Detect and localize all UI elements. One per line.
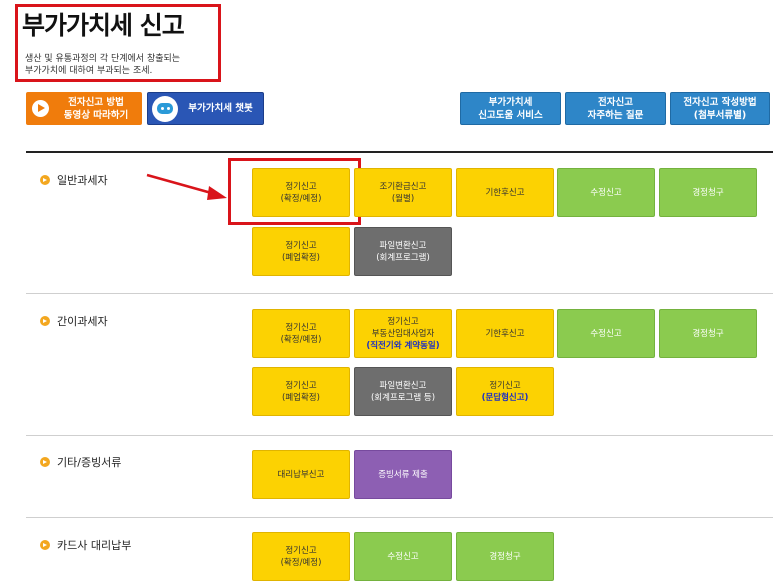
bullet-arrow-icon xyxy=(40,540,50,550)
page-description-line1: 생산 및 유통과정의 각 단계에서 창출되는 xyxy=(25,54,181,64)
top-divider xyxy=(26,151,773,153)
button-label: 기한후신고 xyxy=(485,187,525,198)
faq-label1: 전자신고 xyxy=(598,96,633,108)
video-guide-button[interactable]: 전자신고 방법 동영상 따라하기 xyxy=(26,92,142,125)
button-label: 경정청구 xyxy=(692,187,724,198)
button-label: 정기신고 xyxy=(387,316,419,327)
proxy-payment-filing-button[interactable]: 대리납부신고 xyxy=(252,450,350,499)
general-file-conversion-button[interactable]: 파일변환신고 (회계프로그램) xyxy=(354,227,452,276)
simple-closure-filing-button[interactable]: 정기신고 (폐업확정) xyxy=(252,367,350,416)
button-label: 정기신고 xyxy=(285,181,317,192)
button-label: 정기신고 xyxy=(285,380,317,391)
category-label: 기타/증빙서류 xyxy=(57,456,122,469)
play-icon xyxy=(32,100,49,117)
chatbot-icon xyxy=(152,96,178,122)
filing-method-label2: (첨부서류별) xyxy=(693,109,747,121)
button-label: 증빙서류 제출 xyxy=(378,469,428,480)
button-label: 파일변환신고 xyxy=(379,380,427,391)
filing-help-label1: 부가가치세 xyxy=(488,96,533,108)
button-label: 정기신고 xyxy=(285,240,317,251)
filing-method-button[interactable]: 전자신고 작성방법 (첨부서류별) xyxy=(670,92,770,125)
button-sublabel: (폐업확정) xyxy=(282,392,320,403)
category-other-documents: 기타/증빙서류 xyxy=(40,454,121,470)
button-label: 기한후신고 xyxy=(485,328,525,339)
simple-late-filing-button[interactable]: 기한후신고 xyxy=(456,309,554,358)
card-correction-request-button[interactable]: 경정청구 xyxy=(456,532,554,581)
simple-regular-filing-button[interactable]: 정기신고 (확정/예정) xyxy=(252,309,350,358)
bullet-arrow-icon xyxy=(40,457,50,467)
faq-label2: 자주하는 질문 xyxy=(587,109,644,121)
card-amended-filing-button[interactable]: 수정신고 xyxy=(354,532,452,581)
section-divider xyxy=(26,435,773,436)
button-label: 파일변환신고 xyxy=(379,240,427,251)
button-label: 수정신고 xyxy=(590,187,622,198)
category-general-taxpayer: 일반과세자 xyxy=(40,172,108,188)
chatbot-label: 부가가치세 챗봇 xyxy=(188,103,253,114)
button-sublabel: (폐업확정) xyxy=(282,252,320,263)
chatbot-button[interactable]: 부가가치세 챗봇 xyxy=(147,92,264,125)
simple-correction-request-button[interactable]: 경정청구 xyxy=(659,309,757,358)
bullet-arrow-icon xyxy=(40,175,50,185)
category-label: 일반과세자 xyxy=(57,174,108,187)
evidence-submission-button[interactable]: 증빙서류 제출 xyxy=(354,450,452,499)
bullet-arrow-icon xyxy=(40,316,50,326)
video-guide-label2: 동영상 따라하기 xyxy=(63,109,129,121)
card-regular-filing-button[interactable]: 정기신고 (확정/예정) xyxy=(252,532,350,581)
category-label: 카드사 대리납부 xyxy=(57,539,132,552)
button-sublabel: (확정/예정) xyxy=(280,193,322,204)
button-sublabel: (회계프로그램) xyxy=(376,252,430,263)
general-correction-request-button[interactable]: 경정청구 xyxy=(659,168,757,217)
filing-help-service-button[interactable]: 부가가치세 신고도움 서비스 xyxy=(460,92,561,125)
button-sublabel: (확정/예정) xyxy=(280,557,322,568)
button-label: 수정신고 xyxy=(387,551,419,562)
general-regular-filing-button[interactable]: 정기신고 (확정/예정) xyxy=(252,168,350,217)
button-label: 정기신고 xyxy=(489,380,521,391)
filing-help-label2: 신고도움 서비스 xyxy=(478,109,543,121)
button-label: 수정신고 xyxy=(590,328,622,339)
filing-method-label1: 전자신고 작성방법 xyxy=(683,96,757,108)
button-label: 경정청구 xyxy=(692,328,724,339)
button-sublabel: (확정/예정) xyxy=(280,334,322,345)
simple-amended-filing-button[interactable]: 수정신고 xyxy=(557,309,655,358)
title-highlight-box xyxy=(15,4,221,82)
red-arrow-icon xyxy=(146,173,227,200)
general-amended-filing-button[interactable]: 수정신고 xyxy=(557,168,655,217)
button-label: 정기신고 xyxy=(285,545,317,556)
button-label: 경정청구 xyxy=(489,551,521,562)
faq-button[interactable]: 전자신고 자주하는 질문 xyxy=(565,92,666,125)
section-divider xyxy=(26,517,773,518)
page-description-line2: 부가가치에 대하여 부과되는 조세. xyxy=(25,66,153,76)
category-simplified-taxpayer: 간이과세자 xyxy=(40,313,108,329)
general-early-refund-button[interactable]: 조기환급신고 (월별) xyxy=(354,168,452,217)
section-divider xyxy=(26,293,773,294)
button-note: (직전기와 계약동일) xyxy=(366,340,440,351)
page-title: 부가가치세 신고 xyxy=(22,11,185,40)
simple-real-estate-rental-button[interactable]: 정기신고 부동산임대사업자 (직전기와 계약동일) xyxy=(354,309,452,358)
button-sublabel: (회계프로그램 등) xyxy=(370,392,436,403)
category-label: 간이과세자 xyxy=(57,315,108,328)
general-closure-filing-button[interactable]: 정기신고 (폐업확정) xyxy=(252,227,350,276)
button-label: 정기신고 xyxy=(285,322,317,333)
button-sublabel: 부동산임대사업자 xyxy=(371,328,435,339)
button-sublabel: (월별) xyxy=(391,193,415,204)
button-sublabel: (문답형신고) xyxy=(481,392,529,403)
video-guide-label1: 전자신고 방법 xyxy=(68,96,124,108)
button-label: 조기환급신고 xyxy=(379,181,427,192)
button-label: 대리납부신고 xyxy=(277,469,325,480)
general-late-filing-button[interactable]: 기한후신고 xyxy=(456,168,554,217)
regular-filing-highlight-box xyxy=(228,158,361,225)
simple-qa-filing-button[interactable]: 정기신고 (문답형신고) xyxy=(456,367,554,416)
category-card-company-proxy: 카드사 대리납부 xyxy=(40,537,131,553)
simple-file-conversion-button[interactable]: 파일변환신고 (회계프로그램 등) xyxy=(354,367,452,416)
